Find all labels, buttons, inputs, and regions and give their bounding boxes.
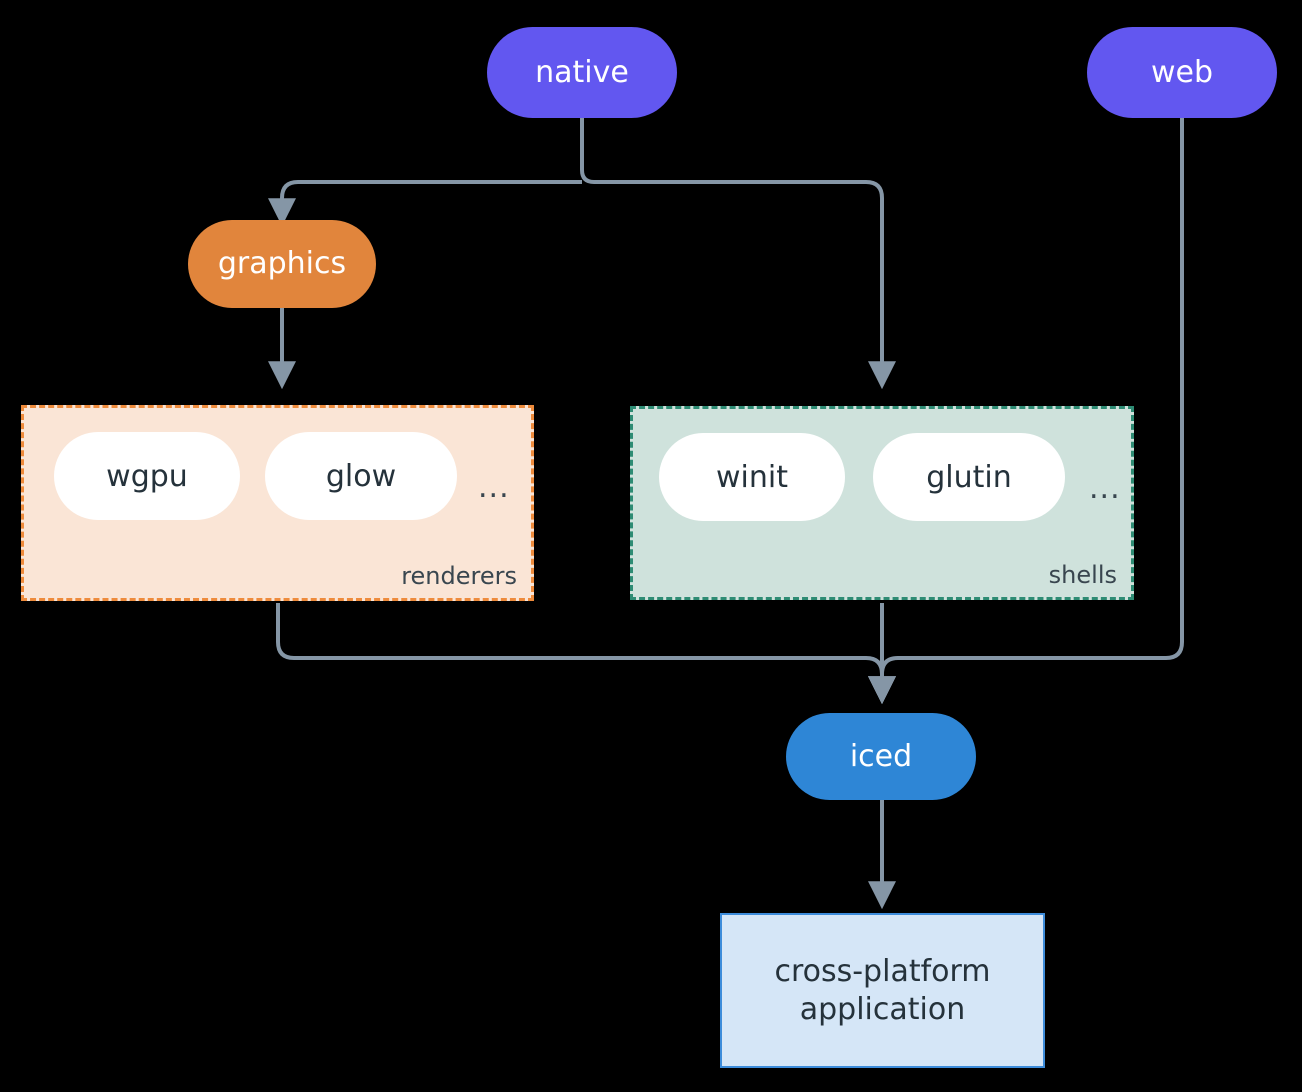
renderers-more-ellipsis: ...	[478, 470, 510, 505]
leaf-wgpu-label: wgpu	[106, 458, 188, 494]
group-shells: winit glutin ... shells	[630, 406, 1134, 600]
leaf-glutin[interactable]: glutin	[873, 433, 1065, 521]
leaf-winit-label: winit	[716, 459, 788, 495]
node-web-label: web	[1150, 54, 1214, 90]
edge-native-to-graphics	[268, 180, 582, 227]
node-iced-label: iced	[849, 738, 913, 774]
leaf-winit[interactable]: winit	[659, 433, 845, 521]
group-shells-label: shells	[1048, 561, 1117, 589]
group-renderers: wgpu glow ... renderers	[21, 405, 534, 601]
node-native-label: native	[535, 54, 629, 90]
edge-native-bus	[580, 118, 896, 390]
node-graphics[interactable]: graphics	[188, 220, 376, 308]
node-web[interactable]: web	[1087, 27, 1277, 118]
node-cross-platform-application[interactable]: cross-platform application	[720, 913, 1045, 1068]
leaf-glow-label: glow	[325, 458, 397, 494]
node-graphics-label: graphics	[217, 246, 347, 282]
edge-renderers-to-iced	[276, 603, 896, 705]
node-iced[interactable]: iced	[786, 713, 976, 800]
node-application-label: cross-platform application	[774, 954, 991, 1027]
shells-more-ellipsis: ...	[1089, 471, 1121, 506]
leaf-glow[interactable]: glow	[265, 432, 457, 520]
leaf-glutin-label: glutin	[926, 459, 1012, 495]
leaf-wgpu[interactable]: wgpu	[54, 432, 240, 520]
group-renderers-label: renderers	[401, 562, 517, 590]
node-native[interactable]: native	[487, 27, 677, 118]
